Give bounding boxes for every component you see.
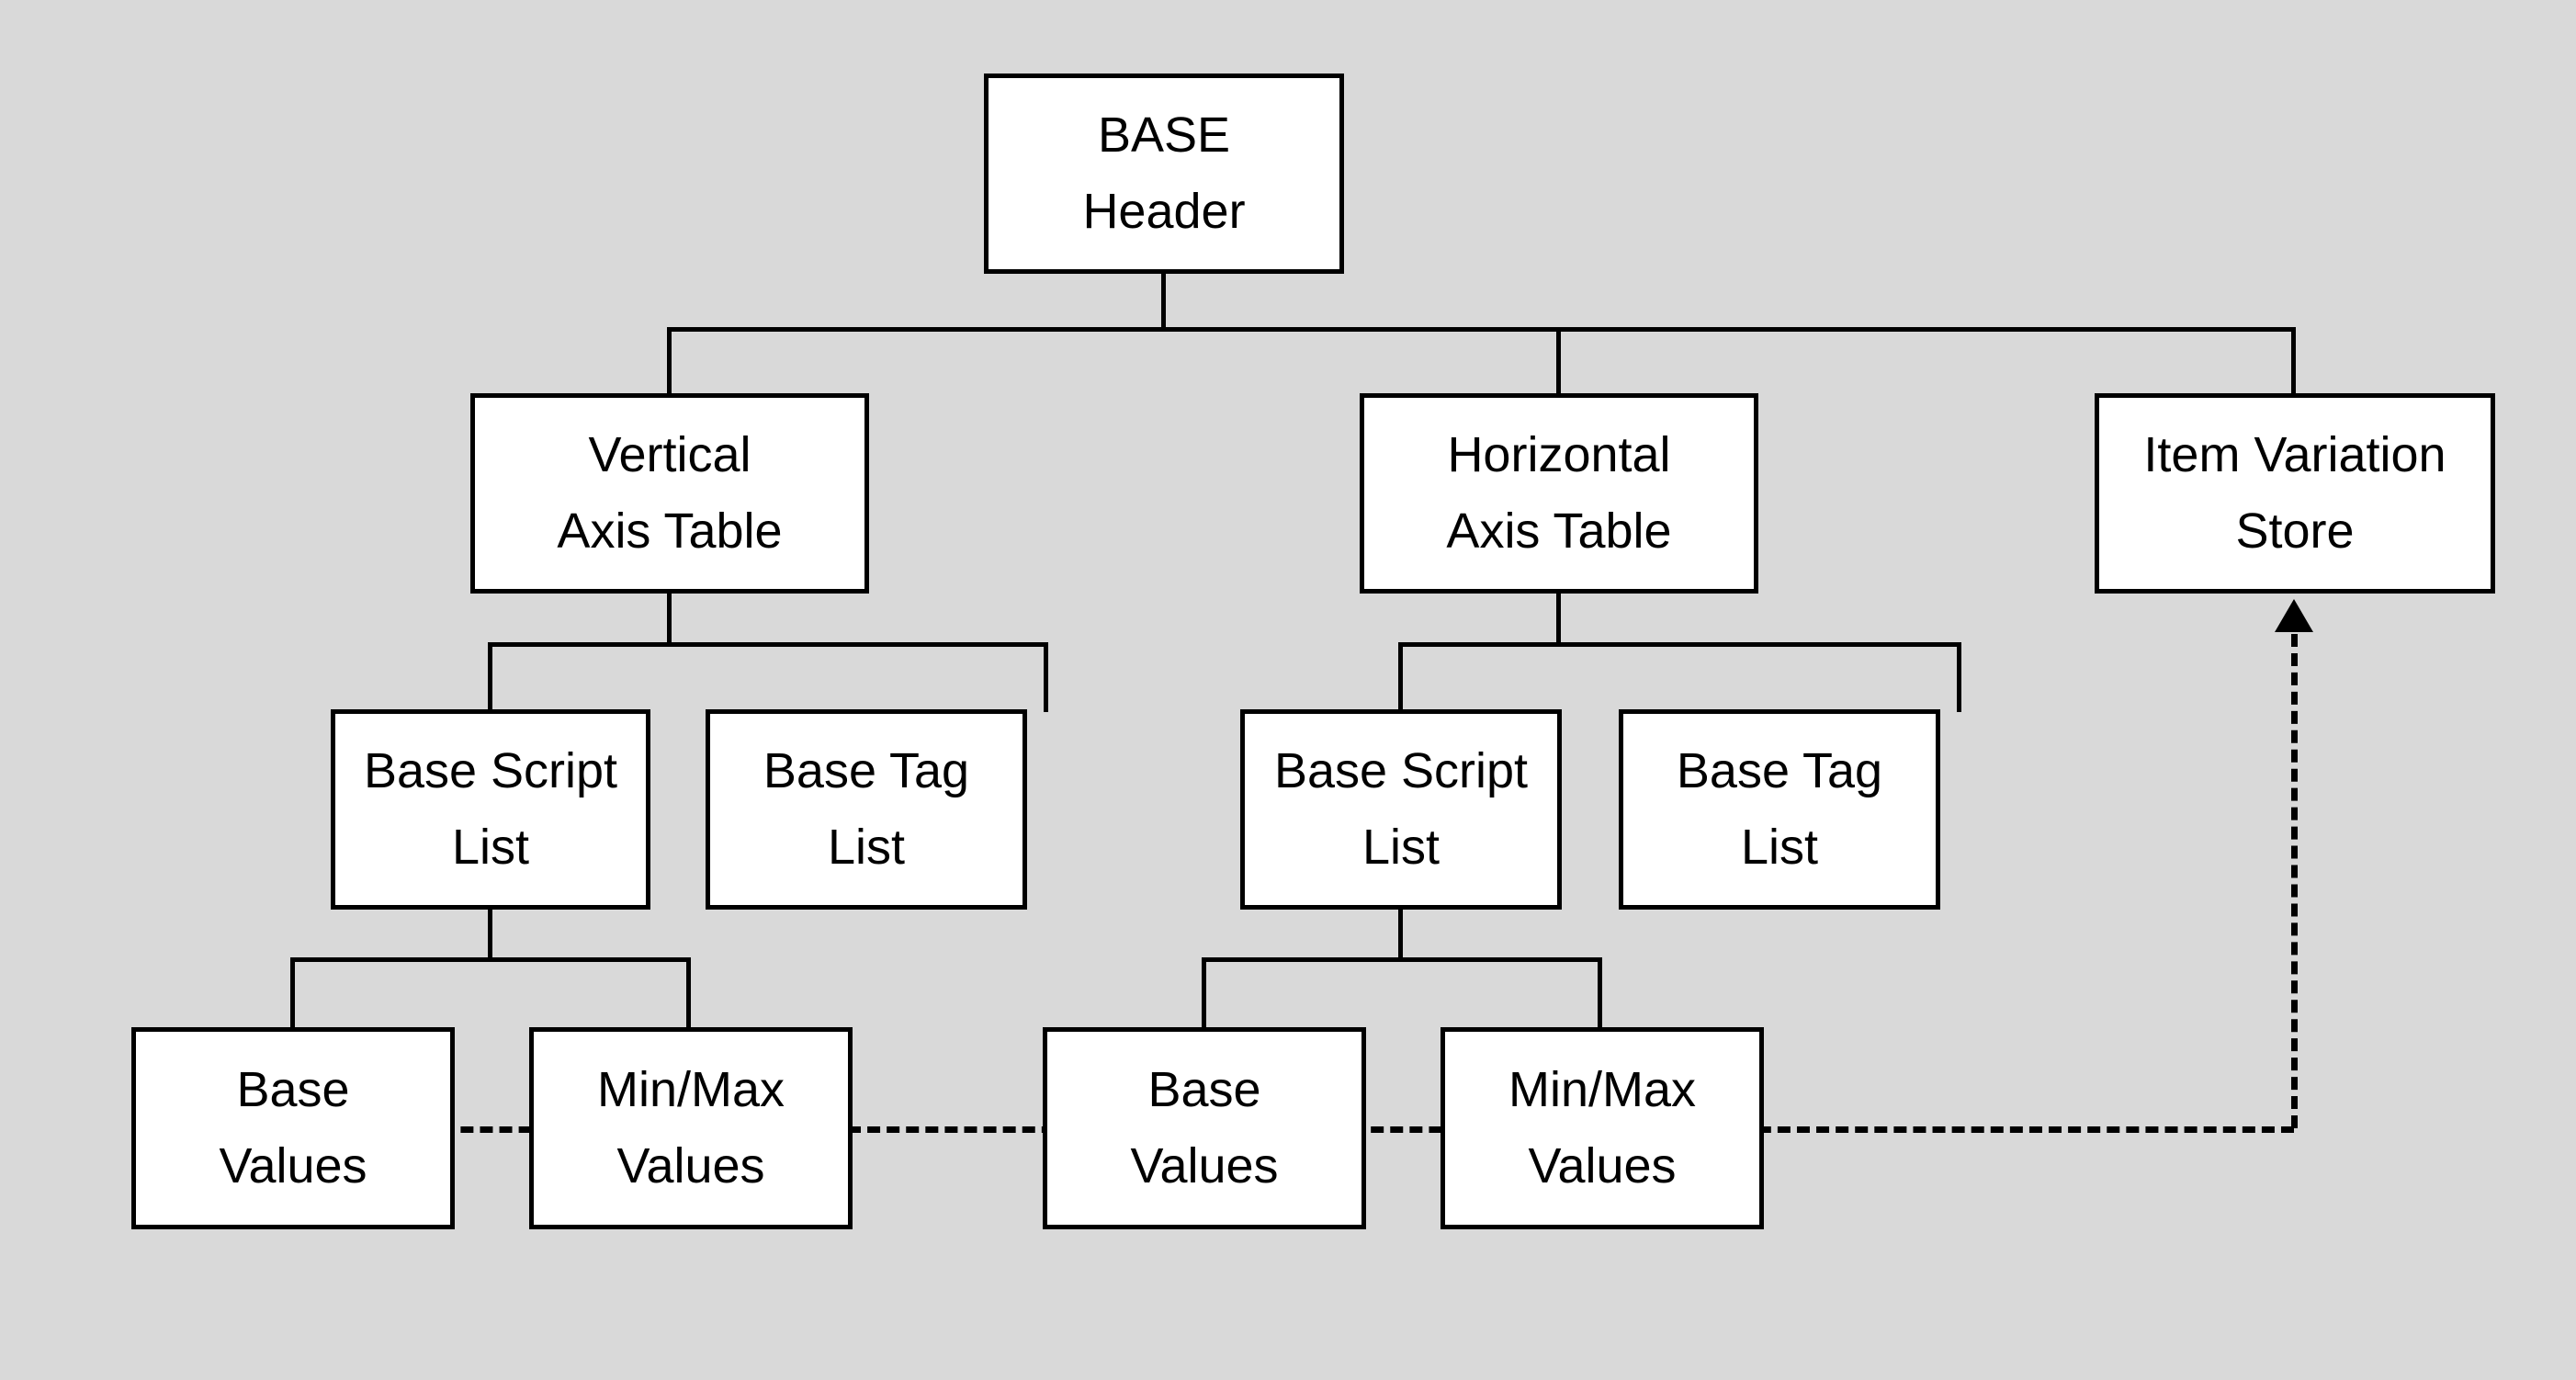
connector-horizontal-axis-bus (1398, 642, 1961, 647)
node-vertical-minmax-values-line2: Values (616, 1138, 765, 1193)
connector-vertical-axis-bus (488, 642, 1048, 647)
connector-drop-v-base-script-list (488, 642, 492, 712)
node-horizontal-minmax-values[interactable]: Min/Max Values (1441, 1027, 1764, 1229)
node-vertical-base-script-list-line2: List (451, 820, 530, 875)
connector-drop-v-minmax-values (686, 957, 691, 1029)
node-item-variation-store[interactable]: Item Variation Store (2095, 393, 2495, 594)
node-vertical-axis-table[interactable]: Vertical Axis Table (470, 393, 869, 594)
node-vertical-base-values-line2: Values (219, 1138, 367, 1193)
node-vertical-base-tag-list[interactable]: Base Tag List (706, 709, 1027, 910)
arrowhead-item-variation-store (2275, 599, 2313, 632)
node-base-header-line2: Header (1082, 184, 1246, 239)
connector-v-base-script-list-stem (488, 906, 492, 959)
node-horizontal-minmax-values-line1: Min/Max (1508, 1062, 1697, 1118)
node-item-variation-store-line1: Item Variation (2143, 427, 2446, 483)
connector-row1-bus (667, 327, 2295, 332)
node-vertical-base-tag-list-line1: Base Tag (763, 743, 970, 799)
node-base-header-line1: BASE (1097, 107, 1231, 164)
connector-drop-horizontal-axis (1556, 327, 1561, 395)
node-vertical-minmax-values-line1: Min/Max (596, 1062, 785, 1118)
node-base-header[interactable]: BASE Header (984, 74, 1344, 274)
connector-h-base-script-list-bus (1202, 957, 1602, 962)
node-horizontal-base-script-list-line1: Base Script (1273, 743, 1529, 799)
node-horizontal-axis-table-line2: Axis Table (1446, 503, 1672, 559)
connector-base-header-stem (1161, 274, 1166, 331)
connector-drop-h-base-tag-list (1957, 642, 1961, 712)
node-vertical-base-tag-list-line2: List (827, 820, 906, 875)
connector-drop-v-base-tag-list (1044, 642, 1048, 712)
node-horizontal-base-tag-list-line1: Base Tag (1676, 743, 1883, 799)
node-horizontal-minmax-values-line2: Values (1528, 1138, 1677, 1193)
node-vertical-axis-table-line1: Vertical (588, 427, 751, 483)
node-horizontal-base-script-list-line2: List (1361, 820, 1441, 875)
connector-drop-v-base-values (290, 957, 295, 1029)
node-vertical-base-values[interactable]: Base Values (131, 1027, 455, 1229)
connector-drop-h-minmax-values (1598, 957, 1602, 1029)
node-horizontal-base-tag-list[interactable]: Base Tag List (1619, 709, 1940, 910)
connector-drop-h-base-values (1202, 957, 1206, 1029)
connector-drop-item-variation (2291, 327, 2296, 395)
connector-drop-vertical-axis (667, 327, 672, 395)
node-vertical-base-script-list[interactable]: Base Script List (331, 709, 650, 910)
connector-vertical-axis-stem (667, 591, 672, 644)
connector-h-base-script-list-stem (1398, 906, 1403, 959)
node-horizontal-base-tag-list-line2: List (1740, 820, 1819, 875)
node-item-variation-store-line2: Store (2235, 503, 2355, 559)
dashed-link-riser (2291, 634, 2298, 1128)
node-vertical-minmax-values[interactable]: Min/Max Values (529, 1027, 853, 1229)
connector-drop-h-base-script-list (1398, 642, 1403, 712)
node-horizontal-base-script-list[interactable]: Base Script List (1240, 709, 1562, 910)
node-vertical-axis-table-line2: Axis Table (557, 503, 783, 559)
node-horizontal-base-values-line1: Base (1147, 1062, 1261, 1118)
node-vertical-base-values-line1: Base (236, 1062, 350, 1118)
node-horizontal-base-values[interactable]: Base Values (1043, 1027, 1366, 1229)
connector-horizontal-axis-stem (1556, 591, 1561, 644)
node-horizontal-base-values-line2: Values (1130, 1138, 1279, 1193)
node-horizontal-axis-table[interactable]: Horizontal Axis Table (1360, 393, 1758, 594)
connector-v-base-script-list-bus (290, 957, 691, 962)
node-vertical-base-script-list-line1: Base Script (363, 743, 618, 799)
node-horizontal-axis-table-line1: Horizontal (1447, 427, 1671, 483)
